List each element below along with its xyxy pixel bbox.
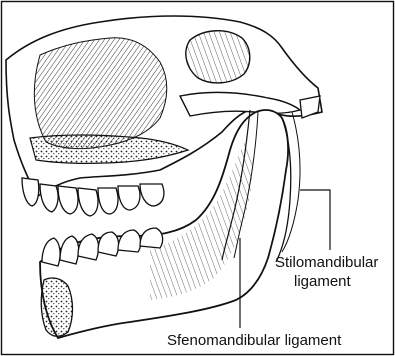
sfenomandibular-label: Sfenomandibular ligament [167,333,341,348]
stilomandibular-label-line2: ligament [294,274,351,289]
stilomandibular-label-line1: Stilomandibular [275,255,378,270]
orbit [186,31,250,83]
stilomandibular-leader-line [300,190,330,250]
styloid-process [300,96,320,118]
mandible-cut-section [41,278,72,336]
